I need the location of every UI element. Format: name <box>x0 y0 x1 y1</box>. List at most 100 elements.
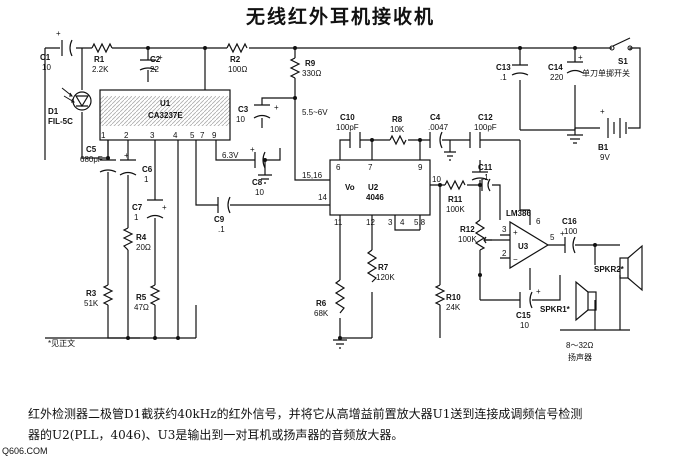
junctions <box>106 46 597 340</box>
svg-text:+: + <box>250 145 255 154</box>
svg-text:10: 10 <box>520 321 529 330</box>
svg-text:1: 1 <box>134 213 139 222</box>
resistor-r7: R7 120K <box>366 249 395 283</box>
c1-ref: C1 <box>40 53 51 62</box>
svg-text:6: 6 <box>336 163 341 172</box>
svg-text:.1: .1 <box>500 73 507 82</box>
svg-text:C7: C7 <box>132 203 143 212</box>
svg-text:LM386: LM386 <box>506 209 531 218</box>
svg-text:+: + <box>513 228 518 237</box>
svg-text:5,8: 5,8 <box>414 218 426 227</box>
capacitor-c11-coupling <box>481 178 491 192</box>
svg-text:100Ω: 100Ω <box>228 65 247 74</box>
svg-text:R4: R4 <box>136 233 147 242</box>
svg-text:2: 2 <box>124 131 129 140</box>
svg-text:330Ω: 330Ω <box>302 69 321 78</box>
circuit-schematic: + C1 10 R1 2.2K + C2 22 R2 100Ω R9 330Ω … <box>40 29 643 362</box>
resistor-r8: R8 10K <box>389 115 407 146</box>
capacitor-c16: + C16 100 <box>560 217 578 254</box>
svg-text:100K: 100K <box>458 235 477 244</box>
svg-text:C6: C6 <box>142 165 153 174</box>
caption: 红外检测器二极管D1截获约40kHz的红外信号，并将它从高增益前置放大器U1送到… <box>28 404 668 446</box>
capacitor-c15: + C15 10 <box>516 287 541 330</box>
svg-text:9V: 9V <box>600 153 610 162</box>
ground-symbol <box>567 134 583 144</box>
svg-text:10: 10 <box>236 115 245 124</box>
svg-text:C3: C3 <box>238 105 249 114</box>
svg-text:R10: R10 <box>446 293 461 302</box>
supply-label: 5.5~6V <box>302 108 328 117</box>
svg-text:+: + <box>274 103 279 112</box>
capacitor-c6: + C6 1 <box>119 151 153 184</box>
svg-text:C15: C15 <box>516 311 531 320</box>
svg-text:R6: R6 <box>316 299 327 308</box>
speaker-label: 扬声器 <box>568 352 592 362</box>
svg-text:22: 22 <box>150 65 159 74</box>
svg-text:U2: U2 <box>368 183 379 192</box>
amplifier-u3: LM386 U3 + − 3 2 5 6 <box>502 209 555 270</box>
svg-text:.1: .1 <box>218 225 225 234</box>
capacitor-c10: C10 100pF <box>336 113 361 148</box>
svg-text:+: + <box>578 53 583 62</box>
resistor-r1: R1 2.2K <box>91 42 113 74</box>
svg-text:5: 5 <box>190 131 195 140</box>
svg-text:C16: C16 <box>562 217 577 226</box>
capacitor-c13: C13 .1 <box>496 63 529 82</box>
svg-text:4: 4 <box>173 131 178 140</box>
wires <box>44 47 641 339</box>
svg-text:R8: R8 <box>392 115 403 124</box>
svg-text:51K: 51K <box>84 299 99 308</box>
svg-text:5: 5 <box>550 233 555 242</box>
svg-text:9: 9 <box>418 163 423 172</box>
caption-line-1: 红外检测器二极管D1截获约40kHz的红外信号，并将它从高增益前置放大器U1送到… <box>28 407 583 421</box>
svg-text:SPKR2*: SPKR2* <box>594 265 625 274</box>
svg-text:220: 220 <box>550 73 564 82</box>
svg-text:1: 1 <box>101 131 106 140</box>
svg-text:R9: R9 <box>305 59 316 68</box>
ic-u2: Vo U2 4046 6 7 9 15,16 14 10 11 12 3 4 5… <box>302 159 441 227</box>
svg-text:R3: R3 <box>86 289 97 298</box>
svg-text:C12: C12 <box>478 113 493 122</box>
resistor-r4: R4 20Ω <box>122 227 151 252</box>
resistor-r5: R5 47Ω <box>134 284 161 312</box>
svg-text:R2: R2 <box>230 55 241 64</box>
footnote: *见正文 <box>48 338 75 348</box>
svg-text:C14: C14 <box>548 63 563 72</box>
svg-text:+: + <box>124 151 129 160</box>
svg-text:12: 12 <box>366 218 375 227</box>
svg-text:1: 1 <box>144 175 149 184</box>
svg-text:100K: 100K <box>446 205 465 214</box>
svg-text:120K: 120K <box>376 273 395 282</box>
svg-text:C5: C5 <box>86 145 97 154</box>
diagram-title: 无线红外耳机接收机 <box>245 6 435 28</box>
capacitor-c5: C5 680pF <box>80 145 117 173</box>
svg-text:15,16: 15,16 <box>302 171 323 180</box>
svg-text:2: 2 <box>502 249 507 258</box>
capacitor-c2: + C2 22 <box>139 53 163 74</box>
speaker-spkr1: SPKR1* <box>540 280 597 322</box>
svg-text:FIL-5C: FIL-5C <box>48 117 73 126</box>
svg-text:24K: 24K <box>446 303 461 312</box>
resistor-r10: R10 24K <box>434 284 461 312</box>
svg-text:C9: C9 <box>214 215 225 224</box>
svg-text:6: 6 <box>536 217 541 226</box>
capacitor-c14: + C14 220 <box>548 53 584 82</box>
ground-symbol <box>333 339 347 349</box>
switch-s1: S1 单刀单掷开关 <box>582 37 633 78</box>
svg-text:3: 3 <box>388 218 393 227</box>
capacitor-c4: C4 .0047 <box>428 113 456 161</box>
ground-symbol <box>258 174 272 184</box>
svg-text:C2: C2 <box>150 55 161 64</box>
svg-text:C11: C11 <box>478 163 493 172</box>
svg-text:680pF: 680pF <box>80 155 103 164</box>
svg-text:S1: S1 <box>618 57 628 66</box>
svg-text:100pF: 100pF <box>336 123 359 132</box>
resistor-r3: R3 51K <box>84 284 114 308</box>
svg-text:100: 100 <box>564 227 578 236</box>
battery-b1: + B1 9V <box>598 107 627 162</box>
svg-text:10K: 10K <box>390 125 405 134</box>
svg-text:C8: C8 <box>252 178 263 187</box>
svg-text:.1: .1 <box>482 173 489 182</box>
svg-text:U3: U3 <box>518 242 529 251</box>
svg-text:R12: R12 <box>460 225 475 234</box>
